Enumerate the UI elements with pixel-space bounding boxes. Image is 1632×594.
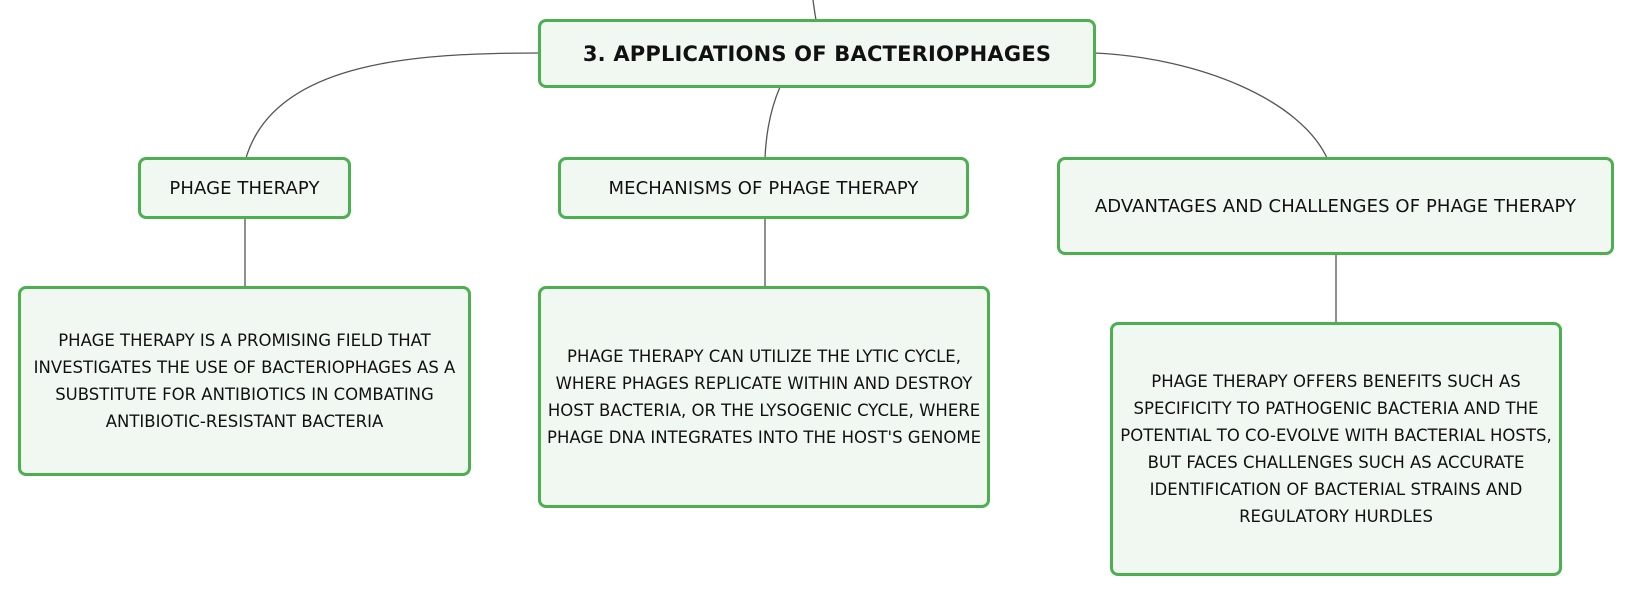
topic-node-label: ADVANTAGES AND CHALLENGES OF PHAGE THERA… — [1094, 195, 1577, 217]
root-node[interactable]: 3. APPLICATIONS OF BACTERIOPHAGES — [538, 19, 1096, 88]
topic-node-mechanisms[interactable]: MECHANISMS OF PHAGE THERAPY — [558, 157, 969, 219]
detail-node-text: PHAGE THERAPY OFFERS BENEFITS SUCH AS SP… — [1120, 372, 1552, 526]
topic-node-label: PHAGE THERAPY — [169, 177, 320, 199]
connector-root-to-phage-therapy — [245, 52, 540, 159]
topic-node-advantages-challenges[interactable]: ADVANTAGES AND CHALLENGES OF PHAGE THERA… — [1057, 157, 1614, 255]
topic-node-label: MECHANISMS OF PHAGE THERAPY — [608, 177, 919, 199]
topic-node-phage-therapy[interactable]: PHAGE THERAPY — [138, 157, 351, 219]
root-node-label: 3. APPLICATIONS OF BACTERIOPHAGES — [582, 41, 1052, 66]
detail-node-text: PHAGE THERAPY CAN UTILIZE THE LYTIC CYCL… — [547, 347, 981, 447]
connector-root-to-advantages — [1094, 52, 1328, 159]
detail-node-phage-therapy[interactable]: PHAGE THERAPY IS A PROMISING FIELD THAT … — [18, 286, 471, 476]
connector-incoming-root — [812, 0, 817, 21]
detail-node-advantages-challenges[interactable]: PHAGE THERAPY OFFERS BENEFITS SUCH AS SP… — [1110, 322, 1562, 576]
detail-node-text: PHAGE THERAPY IS A PROMISING FIELD THAT … — [33, 331, 456, 431]
detail-node-mechanisms[interactable]: PHAGE THERAPY CAN UTILIZE THE LYTIC CYCL… — [538, 286, 990, 508]
connector-root-to-mechanisms — [764, 86, 781, 159]
